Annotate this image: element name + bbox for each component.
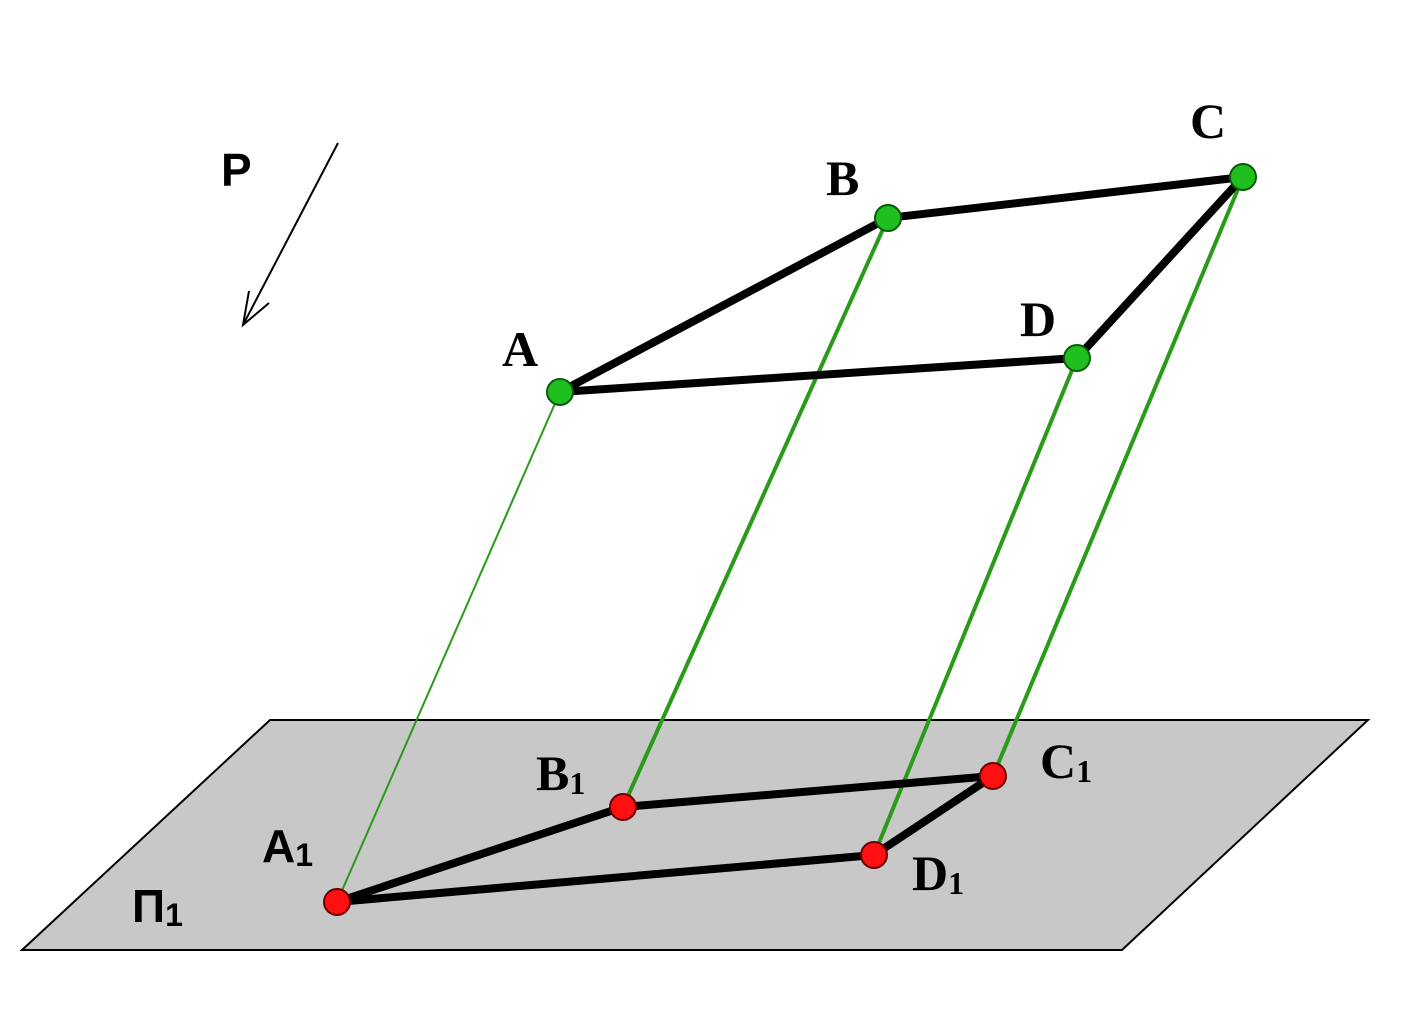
label-a: A [502,321,538,377]
label-plane-main: П [132,880,165,932]
label-a1: A1 [262,820,313,873]
projector-line-a [336,391,561,903]
point-a [546,378,574,406]
label-b1-sub: 1 [569,765,585,801]
label-a1-sub: 1 [295,837,313,873]
label-c1-main: C [1040,733,1076,789]
projection-plane [19,719,1371,951]
label-c1: C1 [1040,733,1092,789]
point-c [1229,163,1257,191]
label-direction: P [221,144,252,196]
projector-line-b [621,217,890,808]
label-b1-main: B [536,745,569,801]
point-d [1063,344,1091,372]
label-b: B [826,150,859,206]
label-d: D [1020,291,1056,347]
point-a1 [323,888,351,916]
projector-line-c [991,176,1245,777]
label-d1: D1 [912,845,964,901]
label-c1-sub: 1 [1076,753,1092,789]
label-plane: П1 [132,880,183,933]
label-b1: B1 [536,745,585,801]
label-d1-sub: 1 [948,865,964,901]
point-d1 [860,841,888,869]
label-d1-main: D [912,845,948,901]
quadrilateral-abcd [556,173,1247,396]
projector-line-d [872,357,1079,856]
point-b [874,204,902,232]
point-c1 [979,762,1007,790]
label-plane-sub: 1 [165,897,183,933]
point-b1 [609,793,637,821]
projection-direction-arrow [241,142,339,328]
label-c: C [1190,93,1226,149]
label-a1-main: A [262,820,295,872]
